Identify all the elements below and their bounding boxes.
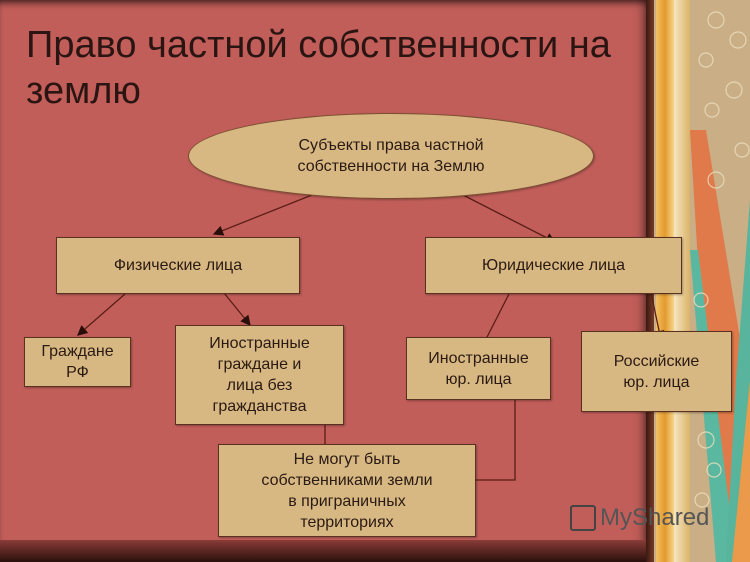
- presentation-icon: [570, 505, 596, 531]
- title-line-2: землю: [26, 70, 141, 112]
- title-line-1: Право частной собственности на: [26, 24, 611, 66]
- node-foreign-citizens: Иностранные граждане и лица без гражданс…: [175, 325, 344, 425]
- node-russian-legal-entities: Российские юр. лица: [581, 331, 732, 412]
- slide-title: Право частной собственности на землю: [26, 22, 611, 114]
- slide-bottom-shadow: [0, 540, 650, 562]
- node-citizens-rf: Граждане РФ: [24, 337, 131, 387]
- watermark-text: MyShared: [600, 504, 710, 531]
- node-border-restriction: Не могут быть собственниками земли в при…: [218, 444, 476, 537]
- node-individuals: Физические лица: [56, 237, 300, 294]
- root-node-subjects: Субъекты права частной собственности на …: [188, 113, 594, 199]
- node-foreign-legal-entities: Иностранные юр. лица: [406, 337, 551, 400]
- node-legal-entities: Юридические лица: [425, 237, 682, 294]
- watermark: MyShared: [570, 504, 709, 532]
